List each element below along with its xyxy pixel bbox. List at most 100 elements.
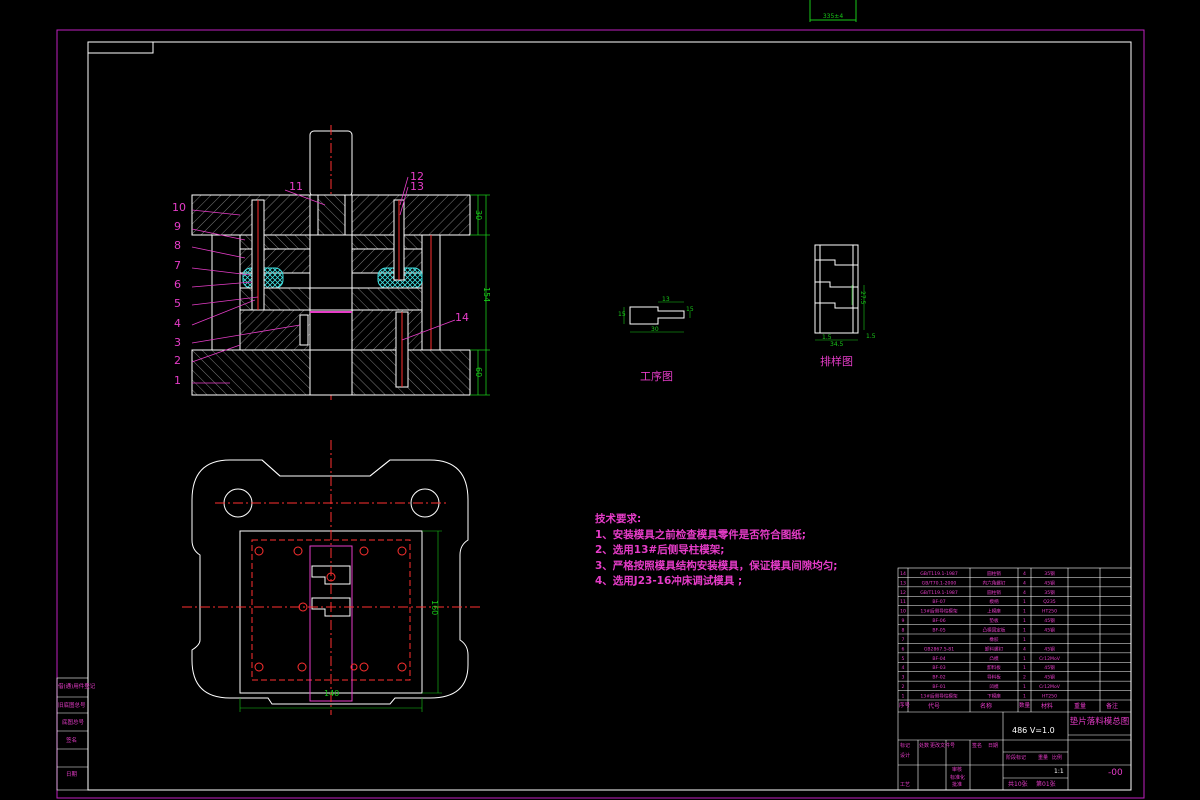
- bom-cell-no: 10: [900, 609, 906, 615]
- bom-cell-code: BF-05: [932, 628, 945, 634]
- bom-cell-no: 11: [900, 599, 906, 605]
- bom-cell-qty: 1: [1023, 628, 1026, 634]
- bom-cell-code: BF-02: [932, 675, 945, 681]
- header-name: 名称: [980, 703, 993, 710]
- part-label-8: 8: [174, 239, 181, 252]
- bom-cell-no: 9: [902, 618, 905, 624]
- bom-cell-mat: 45钢: [1044, 664, 1055, 671]
- part-label-10: 10: [172, 201, 186, 214]
- bom-cell-qty: 4: [1023, 646, 1026, 652]
- sign-approve: 批准: [952, 782, 963, 788]
- process-dim-15: 15: [618, 311, 626, 318]
- header-weight: 重量: [1074, 703, 1087, 710]
- bom-cell-mat: 45钢: [1044, 645, 1055, 652]
- bom-cell-mat: 35钢: [1044, 589, 1055, 596]
- bom-cell-code: BF-01: [932, 684, 945, 690]
- bom-cell-code: GB/T119.1-1987: [920, 590, 958, 596]
- bom-cell-no: 3: [902, 675, 905, 681]
- bom-cell-name: 内六角螺钉: [983, 579, 1006, 586]
- bom-cell-qty: 4: [1023, 580, 1026, 586]
- bom-cell-qty: 1: [1023, 609, 1026, 615]
- bom-cell-mat: Cr12MoV: [1039, 684, 1061, 690]
- bom-cell-code: 13#后侧导柱模架: [920, 693, 958, 700]
- header-code: 代号: [928, 703, 941, 710]
- dim-30: 30: [474, 210, 483, 221]
- bom-cell-no: 14: [900, 571, 906, 577]
- bom-cell-no: 6: [902, 646, 905, 652]
- drawing-name: 垫片落料模总图: [1069, 717, 1130, 727]
- layout-drawing: [814, 244, 865, 341]
- bom-cell-qty: 1: [1023, 637, 1026, 643]
- scale: 1:1: [1054, 768, 1064, 775]
- bom-cell-qty: 2: [1023, 675, 1026, 681]
- part-label-13: 13: [410, 180, 424, 193]
- bom-cell-name: 导料板: [987, 674, 1001, 681]
- bom-cell-name: 卸料板: [987, 664, 1001, 671]
- sign-date: 日期: [988, 743, 999, 749]
- bom-cell-no: 2: [902, 684, 905, 690]
- section-view: [191, 125, 490, 400]
- left-strip-5: 日期: [66, 772, 78, 778]
- bom-cell-name: 橡胶: [989, 636, 999, 643]
- title-block-lines: [56, 567, 1132, 791]
- bom-cell-name: 凸模固定板: [983, 627, 1006, 634]
- stage-weight: 重量: [1038, 755, 1049, 761]
- part-label-3: 3: [174, 336, 181, 349]
- bom-cell-name: 凹模: [989, 683, 999, 690]
- bom-cell-qty: 1: [1023, 656, 1026, 662]
- bom-cell-code: BF-03: [932, 665, 945, 671]
- layout-dim-1: 1.5: [822, 334, 832, 341]
- header-remark: 备注: [1106, 703, 1119, 710]
- bom-cell-name: 凸模: [989, 655, 999, 662]
- version-text: 486 V=1.0: [1012, 726, 1055, 735]
- bom-cell-code: GB/T119.1-1987: [920, 571, 958, 577]
- bom-cell-mat: 45钢: [1044, 627, 1055, 634]
- bom-cell-name: 圆柱销: [987, 570, 1001, 577]
- bom-cell-mat: 45钢: [1044, 617, 1055, 624]
- layout-dim-2: 34.5: [830, 341, 844, 348]
- part-label-6: 6: [174, 278, 181, 291]
- sign-signature: 签名: [972, 743, 983, 749]
- part-label-9: 9: [174, 220, 181, 233]
- sign-doc: 更改文件号: [930, 743, 956, 749]
- bom-cell-qty: 1: [1023, 599, 1026, 605]
- tech-item-2: 2、选用13#后侧导柱模架;: [595, 544, 725, 556]
- plan-height-dim: 160: [430, 600, 439, 616]
- header-qty: 数量: [1019, 703, 1031, 709]
- top-dimension-text: 335±4: [823, 13, 843, 20]
- bom-cell-mat: 45钢: [1044, 674, 1055, 681]
- left-strip-1: 借(通)用件登记: [58, 684, 96, 690]
- header-mat: 材料: [1041, 703, 1054, 710]
- bom-cell-name: 卸料螺钉: [985, 645, 1004, 652]
- corner-box: [87, 41, 154, 54]
- left-strip-3: 底图总号: [62, 720, 85, 726]
- drawing-number: -00: [1108, 768, 1123, 778]
- part-label-4: 4: [174, 317, 181, 330]
- part-label-1: 1: [174, 374, 181, 387]
- part-label-14: 14: [455, 311, 469, 324]
- bom-cell-mat: HT250: [1042, 609, 1057, 615]
- bom-cell-no: 4: [902, 665, 905, 671]
- sign-process: 工艺: [900, 782, 911, 788]
- bom-cell-code: 13#后侧导柱模架: [920, 608, 958, 615]
- sign-mark: 标记: [900, 743, 911, 749]
- bom-cell-qty: 1: [1023, 694, 1026, 700]
- bom-cell-no: 5: [902, 656, 905, 662]
- sign-review: 审核: [952, 767, 963, 773]
- bom-cell-qty: 1: [1023, 684, 1026, 690]
- sheet-current: 第01张: [1036, 781, 1056, 788]
- bom-cell-no: 8: [902, 628, 905, 634]
- bom-cell-mat: HT250: [1042, 694, 1057, 700]
- bom-cell-code: BF-06: [932, 618, 945, 624]
- bom-cell-qty: 1: [1023, 618, 1026, 624]
- bom-cell-mat: 45钢: [1044, 579, 1055, 586]
- layout-title: 排样图: [820, 355, 853, 368]
- technical-requirements: 技术要求: 1、安装模具之前检查模具零件是否符合图纸; 2、选用13#后侧导柱模…: [595, 512, 838, 590]
- part-label-2: 2: [174, 354, 181, 367]
- bom-cell-mat: Cr12MoV: [1039, 656, 1061, 662]
- bom-cell-code: BF-07: [932, 599, 945, 605]
- bom-header: 序号 代号 名称 数量 材料 重量 备注: [898, 700, 1131, 712]
- top-dimension: 335±4: [809, 0, 857, 22]
- header-no: 序号: [899, 703, 911, 709]
